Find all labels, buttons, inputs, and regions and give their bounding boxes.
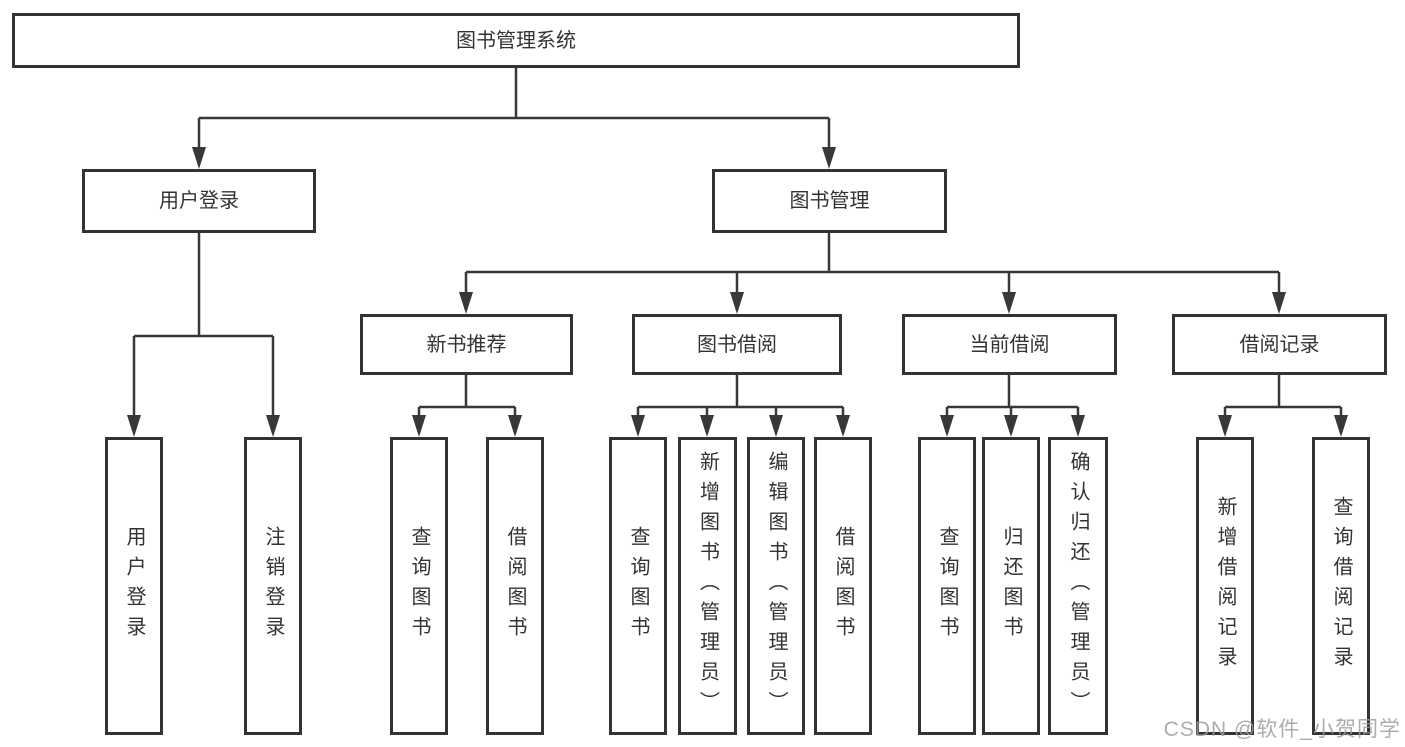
node-label: 图书管理 <box>789 190 870 212</box>
node-label: 查询图书 <box>627 526 649 646</box>
leaf-current-query-books: 查询图书 <box>918 437 976 735</box>
leaf-borrow-borrow-books: 借阅图书 <box>814 437 872 735</box>
node-current-borrow: 当前借阅 <box>902 314 1117 375</box>
arrow-down-icon <box>1272 292 1286 314</box>
node-label: 确认归还（管理员） <box>1067 451 1089 721</box>
leaf-recommend-query-books: 查询图书 <box>390 437 448 735</box>
node-label: 用户登录 <box>159 190 239 212</box>
arrow-down-icon <box>730 292 744 314</box>
node-label: 图书借阅 <box>697 333 777 356</box>
node-label: 借阅图书 <box>832 526 854 646</box>
leaf-borrow-add-books-admin: 新增图书（管理员） <box>678 437 737 735</box>
node-user-login: 用户登录 <box>82 169 316 233</box>
node-label: 编辑图书（管理员） <box>765 451 787 721</box>
arrow-down-icon <box>412 415 426 437</box>
leaf-records-add-record: 新增借阅记录 <box>1196 437 1254 735</box>
node-label: 新增图书（管理员） <box>696 451 719 721</box>
leaf-borrow-query-books: 查询图书 <box>609 437 667 735</box>
leaf-current-confirm-return-admin: 确认归还（管理员） <box>1048 437 1108 735</box>
arrow-down-icon <box>1071 415 1085 437</box>
arrow-down-icon <box>822 147 836 169</box>
arrow-down-icon <box>1002 292 1016 314</box>
arrow-down-icon <box>700 415 714 437</box>
connector-path <box>132 68 1343 433</box>
node-book-borrow: 图书借阅 <box>632 314 842 375</box>
arrow-down-icon <box>631 415 645 437</box>
leaf-records-query-record: 查询借阅记录 <box>1312 437 1370 735</box>
arrow-down-icon <box>1334 415 1348 437</box>
arrow-down-icon <box>769 415 783 437</box>
node-label: 图书管理系统 <box>456 29 576 52</box>
arrow-down-icon <box>459 292 473 314</box>
node-label: 当前借阅 <box>969 333 1050 356</box>
node-label: 归还图书 <box>1000 526 1022 646</box>
arrow-down-icon <box>266 415 280 437</box>
node-label: 用户登录 <box>123 526 145 646</box>
leaf-logout: 注销登录 <box>244 437 302 735</box>
node-label: 新增借阅记录 <box>1214 496 1236 676</box>
node-new-book-recommend: 新书推荐 <box>360 314 573 375</box>
arrow-down-icon <box>940 415 954 437</box>
arrow-down-icon <box>127 415 141 437</box>
node-label: 查询图书 <box>936 526 958 646</box>
node-root: 图书管理系统 <box>12 13 1020 68</box>
arrow-down-icon <box>192 147 206 169</box>
node-label: 借阅记录 <box>1239 333 1320 356</box>
leaf-recommend-borrow-books: 借阅图书 <box>486 437 544 735</box>
arrow-down-icon <box>1218 415 1232 437</box>
leaf-borrow-edit-books-admin: 编辑图书（管理员） <box>747 437 805 735</box>
node-label: 注销登录 <box>262 526 284 646</box>
leaf-user-login: 用户登录 <box>105 437 163 735</box>
arrow-down-icon <box>508 415 522 437</box>
leaf-current-return-books: 归还图书 <box>982 437 1040 735</box>
node-label: 查询借阅记录 <box>1330 496 1352 676</box>
arrow-down-icon <box>836 415 850 437</box>
node-borrow-records: 借阅记录 <box>1172 314 1387 375</box>
arrow-down-icon <box>1004 415 1018 437</box>
node-label: 借阅图书 <box>504 526 526 646</box>
node-label: 新书推荐 <box>426 333 507 356</box>
watermark: CSDN @软件_小贺同学 <box>1163 718 1401 741</box>
node-label: 查询图书 <box>408 526 430 646</box>
node-book-management: 图书管理 <box>712 169 947 233</box>
